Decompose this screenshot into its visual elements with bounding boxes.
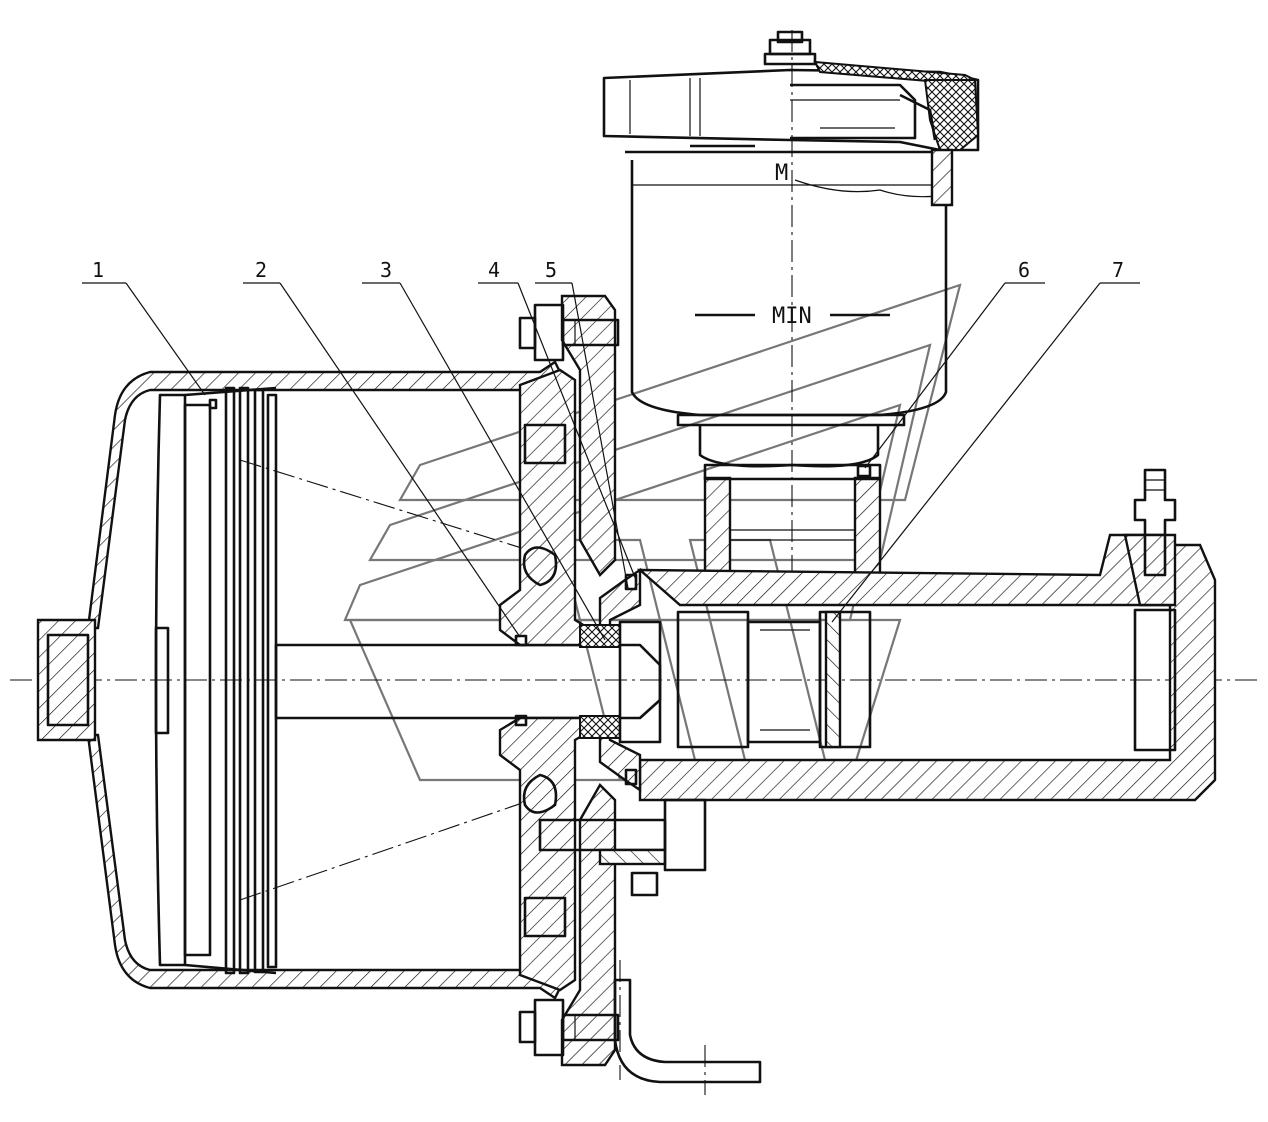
callout-label: 7 — [1112, 258, 1124, 282]
seal-ring — [514, 634, 528, 647]
callout-label: 1 — [92, 258, 104, 282]
reservoir-body: MIN M — [625, 148, 954, 468]
seal-ring — [624, 573, 638, 591]
mounting-bolt — [538, 798, 707, 897]
seal-ring — [514, 714, 528, 727]
callout-leaders — [82, 282, 1140, 641]
cylinder-housing — [636, 468, 1217, 802]
reservoir-max-mark: M — [775, 161, 788, 186]
diaphragm-piston — [154, 386, 278, 975]
seal-ring — [856, 464, 872, 478]
bottom-bolt — [518, 998, 620, 1057]
callout-label: 4 — [488, 258, 500, 282]
booster-shell — [36, 360, 564, 1000]
reservoir-min-mark: MIN — [772, 304, 812, 329]
callout-label: 3 — [380, 258, 392, 282]
callout-label: 6 — [1018, 258, 1030, 282]
callout-label: 2 — [255, 258, 267, 282]
seal-ring — [624, 768, 638, 786]
callout-label: 5 — [545, 258, 557, 282]
reservoir-cap — [602, 30, 980, 152]
bracket — [613, 960, 762, 1095]
secondary-piston — [676, 610, 872, 749]
